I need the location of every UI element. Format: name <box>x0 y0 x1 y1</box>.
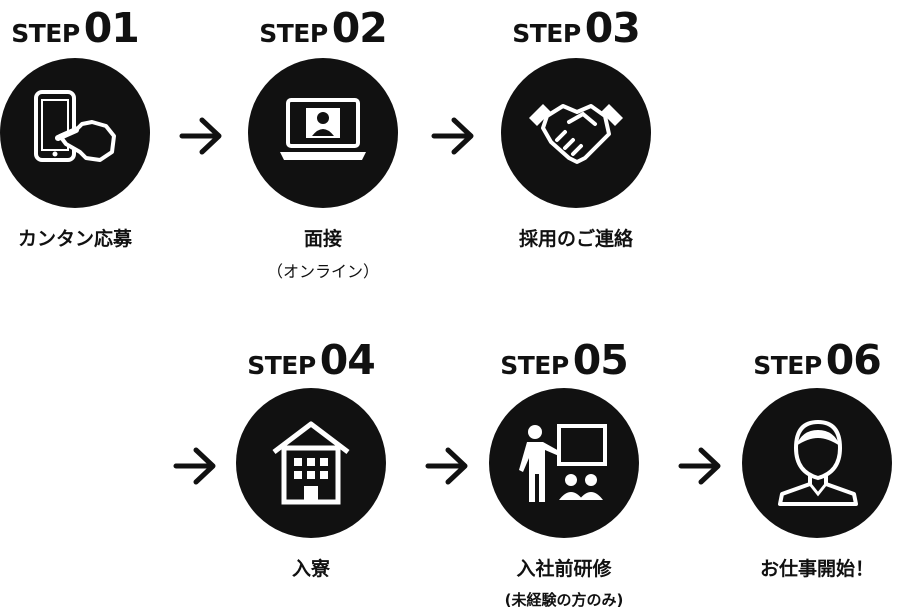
step-heading: STEP04 <box>247 336 376 384</box>
step-label: お仕事開始！ <box>759 558 874 580</box>
step-sublabel: (未経験の方のみ) <box>504 591 624 609</box>
worker-person-icon <box>778 419 858 506</box>
smartphone-tap-icon <box>34 90 116 162</box>
step-icon-circle <box>501 58 651 208</box>
step-heading: STEP03 <box>512 4 641 52</box>
training-presenter-icon <box>519 424 607 502</box>
step-icon-circle <box>742 388 892 538</box>
arrow-right-icon <box>179 117 222 155</box>
step-heading: STEP02 <box>259 4 388 52</box>
handshake-icon <box>529 104 623 164</box>
step-sublabel: （オンライン） <box>266 262 379 281</box>
step-heading: STEP01 <box>11 4 140 52</box>
step-icon-circle <box>248 58 398 208</box>
step-label: 入寮 <box>291 558 330 580</box>
step-icon-circle <box>489 388 639 538</box>
arrow-right-icon <box>431 117 474 155</box>
step-label: カンタン応募 <box>17 228 132 250</box>
arrow-right-icon <box>678 447 721 485</box>
step-label: 採用のご連絡 <box>518 228 633 250</box>
step-heading: STEP06 <box>753 336 882 384</box>
step-heading: STEP05 <box>500 336 629 384</box>
step-icon-circle <box>236 388 386 538</box>
arrow-right-icon <box>425 447 468 485</box>
dormitory-building-icon <box>272 421 350 505</box>
step-label: 入社前研修 <box>516 558 612 580</box>
arrow-right-icon <box>173 447 216 485</box>
laptop-video-call-icon <box>280 98 366 160</box>
step-icon-circle <box>0 58 150 208</box>
step-label: 面接 <box>303 228 342 250</box>
